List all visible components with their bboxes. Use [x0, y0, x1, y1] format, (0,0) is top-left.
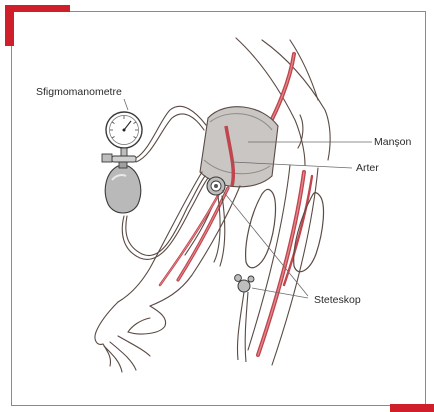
- corner-accent-bottom-right: [390, 404, 434, 412]
- hand: [95, 302, 166, 372]
- artery-forearm-2: [160, 190, 221, 285]
- label-cuff: Manşon: [374, 136, 412, 148]
- corner-accent-top-left: [5, 5, 70, 46]
- detail-cuff-left: [246, 189, 276, 267]
- label-stethoscope: Steteskop: [314, 294, 361, 306]
- stethoscope-tubing: [214, 196, 225, 266]
- artery-detail: [258, 172, 304, 355]
- stethoscope-chestpiece: [207, 177, 225, 195]
- detail-stethoscope: [235, 275, 254, 362]
- valve-screw: [102, 154, 112, 162]
- pump-bulb: [105, 166, 141, 213]
- label-artery: Arter: [356, 162, 379, 174]
- cuff: [200, 107, 278, 187]
- label-sphygmomanometer: Sfigmomanometre: [36, 86, 122, 98]
